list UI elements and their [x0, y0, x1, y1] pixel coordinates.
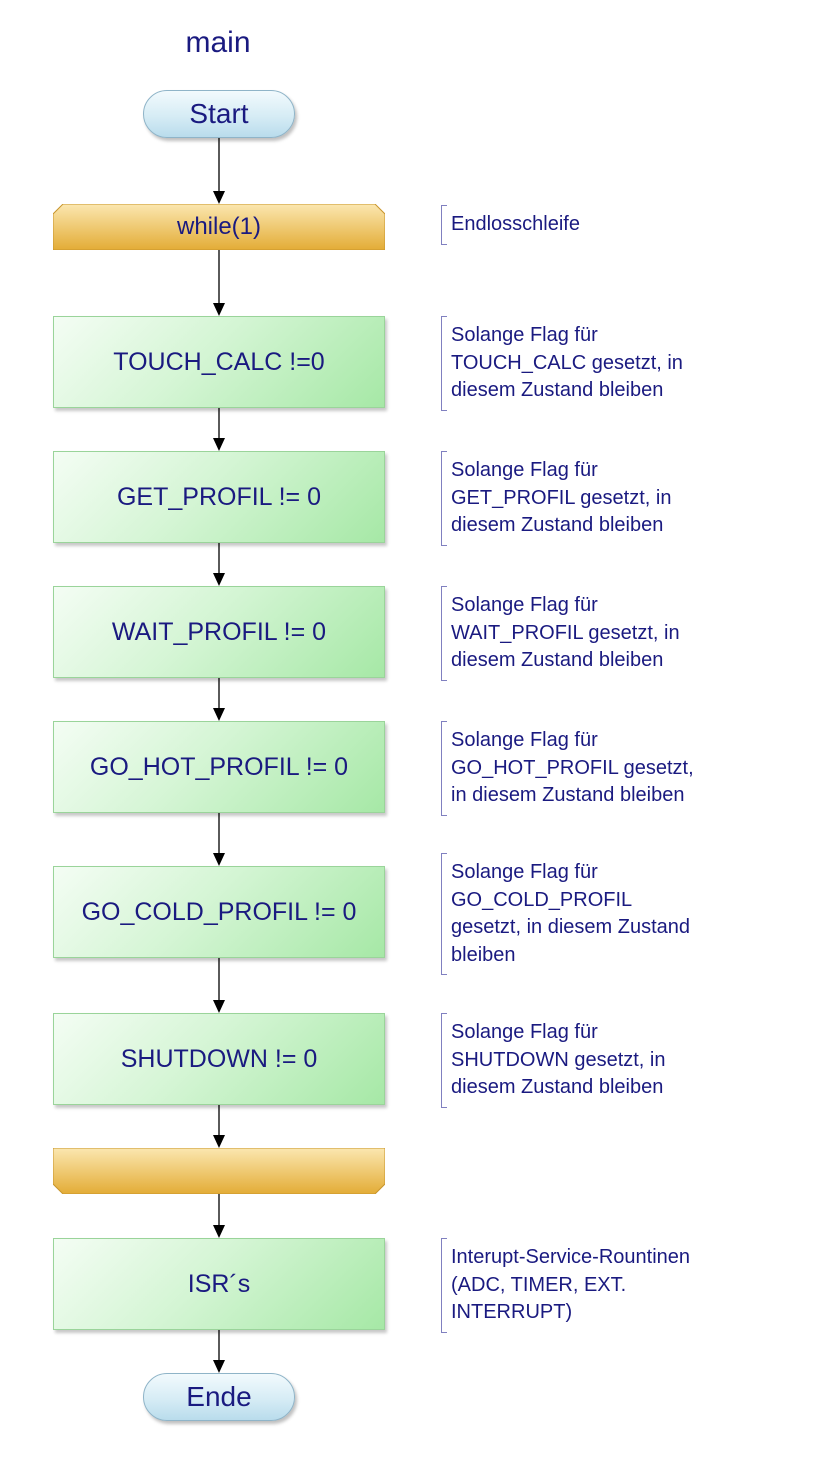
step-comment-text: Solange Flag für SHUTDOWN gesetzt, in di…	[451, 1021, 666, 1098]
arrow-head	[213, 853, 225, 866]
loop-start-shape	[53, 204, 385, 250]
step-label: SHUTDOWN != 0	[120, 1044, 318, 1073]
loop-end	[53, 1148, 385, 1194]
arrow-head	[213, 191, 225, 204]
step-comment: Solange Flag für GO_HOT_PROFIL gesetzt, …	[441, 721, 761, 816]
end-terminal: Ende	[143, 1373, 295, 1421]
step-comment-text: Solange Flag für GO_HOT_PROFIL gesetzt, …	[451, 729, 694, 806]
step-label: GO_COLD_PROFIL != 0	[81, 897, 357, 926]
step-touch-calc: TOUCH_CALC !=0	[53, 316, 385, 408]
step-comment-text: Solange Flag für TOUCH_CALC gesetzt, in …	[451, 324, 683, 401]
start-label: Start	[189, 98, 249, 129]
step-get-profil: GET_PROFIL != 0	[53, 451, 385, 543]
arrow-head	[213, 438, 225, 451]
step-label: GO_HOT_PROFIL != 0	[89, 752, 349, 781]
loop-comment: Endlosschleife	[441, 205, 761, 245]
step-label: TOUCH_CALC !=0	[113, 347, 325, 376]
start-terminal: Start	[143, 90, 295, 138]
step-label: GET_PROFIL != 0	[116, 482, 321, 511]
arrow-head	[213, 1000, 225, 1013]
loop-start: while(1)	[53, 204, 385, 250]
step-comment-text: Solange Flag für GET_PROFIL gesetzt, in …	[451, 459, 672, 536]
arrow-head	[213, 303, 225, 316]
arrow-head	[213, 573, 225, 586]
step-comment: Solange Flag für GO_COLD_PROFIL gesetzt,…	[441, 853, 761, 975]
loop-comment-text: Endlosschleife	[451, 213, 580, 235]
step-go-hot-profil: GO_HOT_PROFIL != 0	[53, 721, 385, 813]
isr-comment: Interupt-Service-Rountinen (ADC, TIMER, …	[441, 1238, 761, 1333]
step-label: WAIT_PROFIL != 0	[111, 617, 327, 646]
arrow-head	[213, 708, 225, 721]
arrow-head	[213, 1225, 225, 1238]
loop-end-shape	[53, 1148, 385, 1194]
step-shutdown: SHUTDOWN != 0	[53, 1013, 385, 1105]
step-go-cold-profil: GO_COLD_PROFIL != 0	[53, 866, 385, 958]
step-wait-profil: WAIT_PROFIL != 0	[53, 586, 385, 678]
arrow-head	[213, 1360, 225, 1373]
end-label: Ende	[186, 1381, 252, 1412]
step-comment: Solange Flag für TOUCH_CALC gesetzt, in …	[441, 316, 761, 411]
isr-label: ISR´s	[187, 1269, 251, 1298]
step-comment: Solange Flag für GET_PROFIL gesetzt, in …	[441, 451, 761, 546]
isr-comment-text: Interupt-Service-Rountinen (ADC, TIMER, …	[451, 1246, 691, 1323]
step-comment-text: Solange Flag für WAIT_PROFIL gesetzt, in…	[451, 594, 680, 671]
arrow-head	[213, 1135, 225, 1148]
step-isr: ISR´s	[53, 1238, 385, 1330]
loop-start-label: while(1)	[176, 213, 262, 240]
step-comment: Solange Flag für WAIT_PROFIL gesetzt, in…	[441, 586, 761, 681]
step-comment: Solange Flag für SHUTDOWN gesetzt, in di…	[441, 1013, 761, 1108]
diagram-title: main	[185, 26, 251, 59]
step-comment-text: Solange Flag für GO_COLD_PROFIL gesetzt,…	[451, 861, 691, 966]
